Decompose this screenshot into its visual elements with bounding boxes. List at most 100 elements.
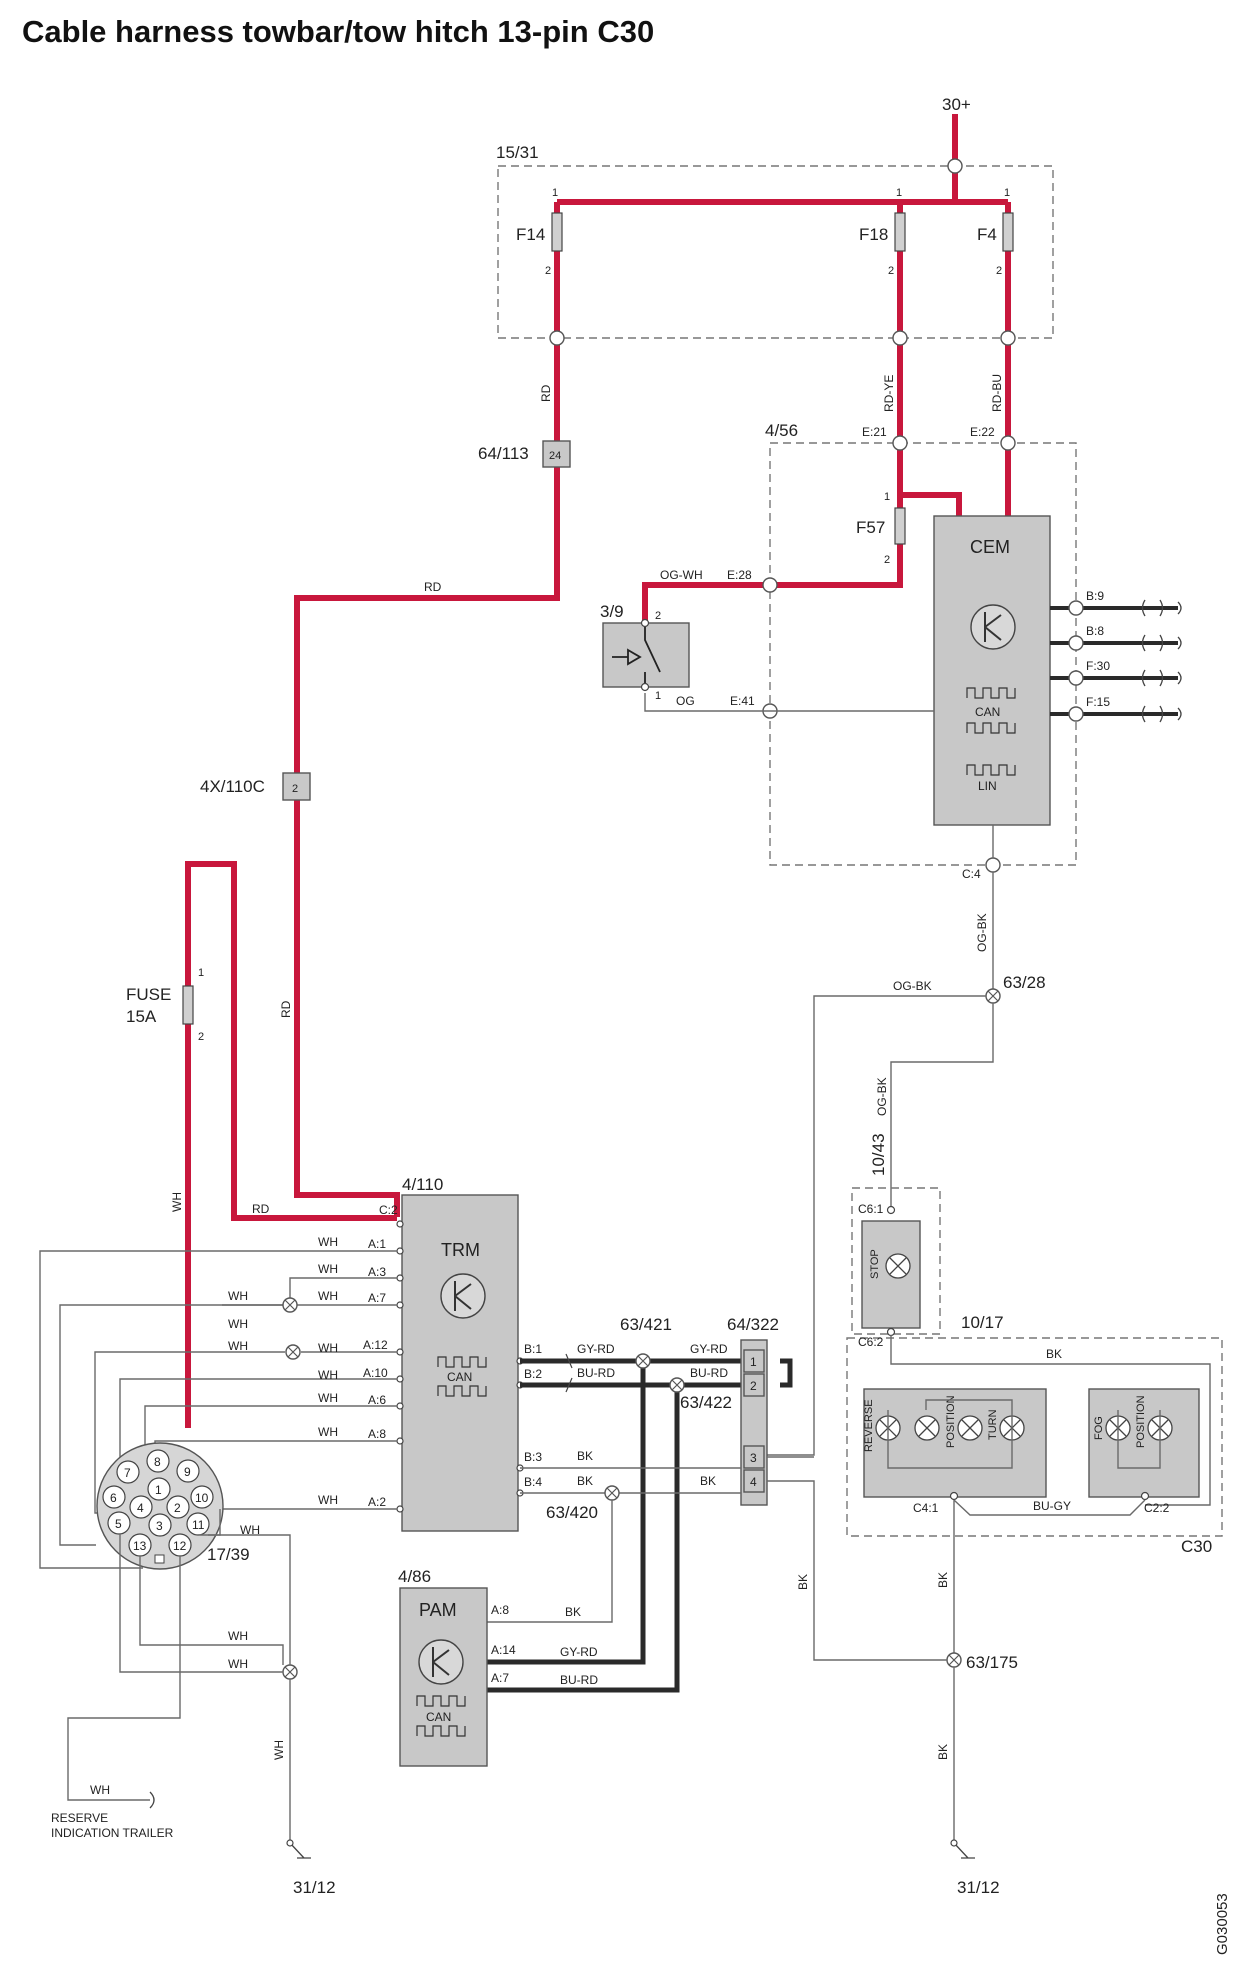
trm-pin-a1: A:1 — [368, 1237, 386, 1251]
pam-can-label: CAN — [426, 1710, 451, 1724]
fusebox-boundary — [497, 165, 1054, 339]
wire-label-wh-g3: WH — [272, 1740, 286, 1760]
trm-transistor-icon — [440, 1273, 486, 1319]
fusebox-node-f14 — [549, 330, 565, 346]
trm-pin-a8: A:8 — [368, 1427, 386, 1441]
wire-og-bk-4 — [890, 1003, 994, 1210]
lamp-fog-internal — [1117, 1410, 1161, 1469]
trm-pin-c2: C:2 — [379, 1203, 398, 1217]
cem-module — [933, 515, 1051, 826]
fuse-f57 — [894, 507, 906, 545]
socket-pin-9: 9 — [184, 1465, 191, 1479]
wire-label-og: OG — [676, 694, 695, 708]
wire-label-wh-p11: WH — [240, 1523, 260, 1537]
wire-label-wh-fuse: WH — [170, 1192, 184, 1212]
wire-can-out — [780, 1358, 793, 1388]
trm-pin-b2: B:2 — [524, 1367, 542, 1381]
wire-f57-out — [770, 495, 903, 588]
wire-fuse15a — [185, 861, 397, 1428]
connector-4x-110c-label: 4X/110C — [200, 777, 265, 796]
wire-label-wh-a6: WH — [318, 1391, 338, 1405]
cem-right-pins — [1050, 599, 1182, 723]
socket-pin-3: 3 — [156, 1519, 163, 1533]
fuse-f4-pin1: 1 — [1004, 187, 1010, 199]
ground-left-label: 31/12 — [293, 1878, 336, 1897]
wire-bk-rail-out-4 — [767, 1480, 947, 1661]
pam-pin-a8: A:8 — [491, 1603, 509, 1617]
lamp-c30-boundary — [846, 1337, 1223, 1537]
wire-label-bk-pam: BK — [565, 1605, 581, 1619]
wire-label-bk-stop: BK — [1046, 1347, 1062, 1361]
fuse-f18 — [894, 212, 906, 252]
wire-label-rd-bu: RD-BU — [990, 374, 1004, 412]
wire-label-bu-rd-pam: BU-RD — [560, 1673, 598, 1687]
splice-63-28-mark — [987, 990, 999, 1002]
wire-label-bk-lamp-2: BK — [936, 1744, 950, 1760]
wire-label-wh-a10: WH — [318, 1368, 338, 1382]
wire-label-bk-lamp-1: BK — [936, 1572, 950, 1588]
socket-pin-11: 11 — [192, 1518, 205, 1532]
cem-pin-b9: B:9 — [1086, 589, 1104, 603]
wire-og-wh — [642, 582, 770, 623]
wire-f14-down — [294, 202, 560, 1217]
wire-bk-pam — [487, 1500, 613, 1623]
cem-can-icon-top — [966, 687, 1016, 699]
trm-pin-a3: A:3 — [368, 1265, 386, 1279]
splice-63-28-label: 63/28 — [1003, 973, 1046, 992]
cem-can-label: CAN — [975, 705, 1000, 719]
cem-transistor-symbol — [984, 612, 1002, 642]
lamp-stop-label: STOP — [869, 1249, 881, 1279]
rail-pin-3: 3 — [750, 1451, 757, 1465]
connector-64-322-label: 64/322 — [727, 1315, 779, 1334]
ground-right-dot — [950, 1839, 958, 1847]
wire-label-bk-b4: BK — [577, 1474, 593, 1488]
cem-node-e21 — [892, 435, 908, 451]
socket-pin-13: 13 — [133, 1539, 147, 1553]
splice-63-422-label: 63/422 — [680, 1393, 732, 1412]
trm-pin-a6: A:6 — [368, 1393, 386, 1407]
rail-pin-2-box — [743, 1373, 765, 1397]
pam-pin-a14: A:14 — [491, 1643, 516, 1657]
cem-lin-label: LIN — [978, 779, 997, 793]
rail-pin-4-box — [743, 1469, 765, 1493]
trm-id: 4/110 — [402, 1175, 443, 1194]
fuse-f14-pin2: 2 — [545, 265, 551, 277]
wire-label-rd-4: RD — [252, 1202, 270, 1216]
cem-node-e28 — [762, 577, 778, 593]
twisted-pair-mark — [565, 1353, 573, 1393]
fusebox-node-f4 — [1000, 330, 1016, 346]
lamp-main-internal — [887, 1399, 1013, 1469]
fusebox-node-f18 — [892, 330, 908, 346]
fuse-f14 — [551, 212, 563, 252]
trm-pin-a7: A:7 — [368, 1291, 386, 1305]
lamp-fog-position-label: POSITION — [1135, 1395, 1147, 1448]
wire-label-gy-rd-pam: GY-RD — [560, 1645, 598, 1659]
lamp-stop-pin-top — [886, 1205, 896, 1215]
pam-transistor-symbol — [432, 1647, 450, 1677]
pam-pin-a7: A:7 — [491, 1671, 509, 1685]
fuse-15a — [182, 985, 194, 1025]
splice-63-422-mark — [671, 1379, 683, 1391]
cem-node-e22 — [1000, 435, 1016, 451]
fuse-f57-pin2: 2 — [884, 554, 890, 566]
splice-63-420-label: 63/420 — [546, 1503, 598, 1522]
ground-left-icon — [289, 1842, 311, 1859]
socket-pin-4: 4 — [137, 1501, 144, 1515]
lamp-position-label: POSITION — [945, 1395, 957, 1448]
trm-pin-b4: B:4 — [524, 1475, 542, 1489]
switch-pin2: 2 — [655, 610, 661, 622]
supply-node — [947, 158, 963, 174]
fuse-f57-label: F57 — [856, 518, 885, 537]
ground-right-icon — [953, 1842, 975, 1859]
wire-label-wh-a12b: WH — [228, 1317, 248, 1331]
connector-4x-110c — [282, 772, 311, 801]
wire-label-bk-b3: BK — [577, 1449, 593, 1463]
trm-name: TRM — [441, 1240, 480, 1260]
fuse-f4 — [1002, 212, 1014, 252]
switch-pin1: 1 — [655, 690, 661, 702]
trm-can-label: CAN — [447, 1370, 472, 1384]
wire-label-rd-1: RD — [539, 384, 553, 402]
cem-pin-c4: C:4 — [962, 867, 981, 881]
ground-left-dot — [286, 1839, 294, 1847]
splice-63-175-label: 63/175 — [966, 1653, 1018, 1672]
